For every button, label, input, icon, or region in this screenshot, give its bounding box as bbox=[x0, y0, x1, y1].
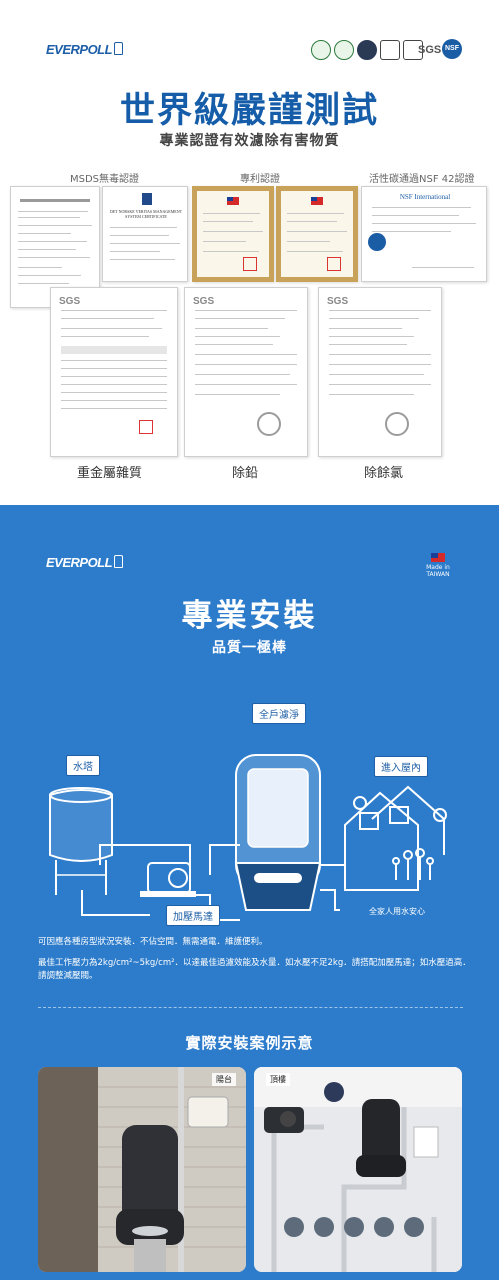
taiwan-flag-icon bbox=[311, 197, 324, 205]
patent-label: 專利認證 bbox=[240, 174, 280, 185]
house-drawing bbox=[344, 785, 447, 891]
rooftop-label: 頂樓 bbox=[266, 1073, 290, 1086]
stamp-icon bbox=[327, 257, 341, 271]
whole-house-filter-drawing bbox=[234, 754, 322, 911]
page-subtitle: 專業認證有效濾除有害物質 bbox=[159, 133, 340, 149]
quality-mark-icon bbox=[380, 40, 400, 60]
whole-house-filter-tag: 全戶濾淨 bbox=[252, 703, 306, 724]
nsf42-label: 活性碳通過NSF 42認證 bbox=[369, 174, 475, 185]
filter-logo-icon bbox=[114, 42, 124, 55]
pipe-filter-out bbox=[320, 889, 340, 911]
sgs-seal-icon bbox=[385, 412, 409, 436]
certification-icon bbox=[357, 40, 377, 60]
taiwan-flag-icon bbox=[431, 553, 445, 562]
sgs-report-heavy-metals: SGS bbox=[50, 287, 178, 457]
installation-title: 專業安裝 bbox=[181, 598, 318, 634]
installation-diagram-drawing bbox=[49, 754, 447, 921]
water-tower-drawing bbox=[49, 787, 113, 895]
rooftop-photo-drawing bbox=[254, 1067, 462, 1272]
nsf-certificate: NSF International bbox=[361, 186, 487, 282]
installation-section: EVERPOLL Made in TAIWAN 專業安裝 品質一極棒 bbox=[0, 505, 499, 1280]
filter-logo-icon bbox=[114, 555, 124, 568]
booster-pump-drawing bbox=[140, 862, 196, 897]
installation-diagram: 全戶濾淨 水塔 進入屋內 加壓馬達 全家人用水安心 bbox=[0, 695, 499, 955]
stamp-icon bbox=[139, 420, 153, 434]
eco-mark-icon bbox=[311, 40, 331, 60]
certification-section: EVERPOLL SGS NSF 世界級嚴謹測試 專業認證有效濾除有害物質 MS… bbox=[0, 0, 499, 505]
water-tower-tag: 水塔 bbox=[66, 755, 100, 776]
made-in-taiwan: Made in TAIWAN bbox=[420, 553, 456, 578]
nsf-seal-icon bbox=[368, 233, 386, 251]
balcony-photo-drawing bbox=[38, 1067, 246, 1272]
into-house-tag: 進入屋內 bbox=[374, 756, 428, 777]
installation-description: 可因應各種房型狀況安裝．不佔空間．無需通電．維護便利。 bbox=[38, 937, 268, 947]
pressure-description: 最佳工作壓力為2kg/cm²~5kg/cm²．以達最佳過濾效能及水量．如水壓不足… bbox=[38, 958, 471, 981]
caption-lead: 除鉛 bbox=[232, 466, 259, 481]
sgs-report-chlorine: SGS bbox=[318, 287, 442, 457]
patent-certificate-2 bbox=[276, 186, 358, 282]
pipe-pump-to-filter bbox=[209, 844, 240, 875]
section-divider bbox=[38, 1007, 463, 1008]
booster-pump-tag: 加壓馬達 bbox=[166, 905, 220, 926]
pipe-loop bbox=[99, 844, 191, 875]
msds-label: MSDS無毒認證 bbox=[70, 174, 140, 185]
sgs-seal-icon bbox=[257, 412, 281, 436]
installation-cases-title: 實際安裝案例示意 bbox=[185, 1034, 314, 1052]
certification-badges bbox=[311, 38, 423, 62]
everpoll-logo: EVERPOLL bbox=[46, 42, 124, 57]
sgs-report-lead: SGS bbox=[184, 287, 308, 457]
dnv-certificate: DET NORSKE VERITAS MANAGEMENT SYSTEM CER… bbox=[102, 186, 188, 282]
pipe-tower-to-pump bbox=[81, 890, 150, 916]
installation-subtitle: 品質一極棒 bbox=[212, 640, 287, 656]
dnv-logo-icon bbox=[141, 193, 152, 205]
sgs-logo: SGS bbox=[418, 44, 442, 56]
nsf-logo: NSF bbox=[442, 39, 462, 59]
caption-chlorine: 除餘氯 bbox=[364, 466, 404, 481]
balcony-install-photo: 陽台 bbox=[38, 1067, 246, 1272]
family-safe-note: 全家人用水安心 bbox=[369, 907, 425, 916]
check-mark-icon bbox=[403, 40, 423, 60]
rooftop-install-photo: 頂樓 bbox=[254, 1067, 462, 1272]
everpoll-logo: EVERPOLL bbox=[46, 555, 124, 570]
page-title: 世界級嚴謹測試 bbox=[119, 91, 379, 131]
caption-heavy-metals: 重金屬雜質 bbox=[77, 466, 143, 481]
taiwan-flag-icon bbox=[227, 197, 240, 205]
patent-certificate-1 bbox=[192, 186, 274, 282]
balcony-label: 陽台 bbox=[212, 1073, 236, 1086]
stamp-icon bbox=[243, 257, 257, 271]
green-mark-icon bbox=[334, 40, 354, 60]
